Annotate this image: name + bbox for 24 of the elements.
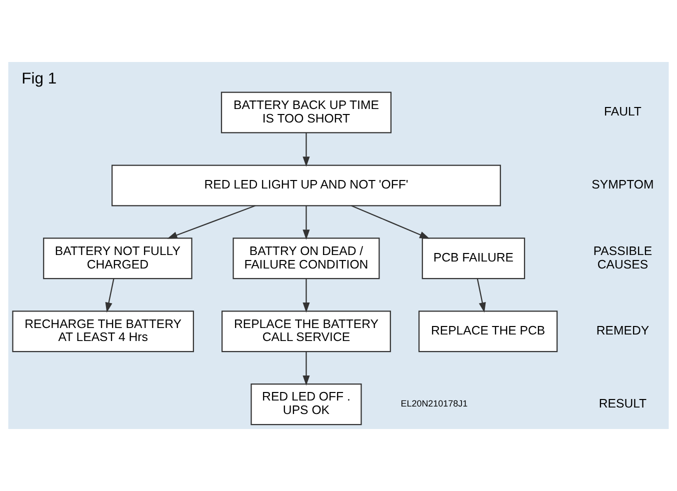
node-box: PCB FAILURE [422, 238, 526, 280]
node-box: BATTERY NOT FULLY CHARGED [43, 238, 192, 280]
label: RESULT [598, 396, 647, 410]
arrow [351, 205, 430, 239]
label: SYMPTOM [592, 178, 654, 192]
label: FAULT [604, 104, 642, 119]
node-box: RED LED OFF . UPS OK [250, 384, 362, 426]
arrow [167, 205, 256, 239]
arrow [302, 206, 310, 240]
node-box: BATTRY ON DEAD / FAILURE CONDITION [232, 238, 380, 280]
arrow [302, 278, 310, 313]
node-box: BATTERY BACK UP TIME IS TOO SHORT [220, 92, 392, 134]
node-box: RED LED LIGHT UP AND NOT 'OFF' [112, 164, 501, 206]
node-box: REPLACE THE BATTERY CALL SERVICE [222, 310, 391, 352]
arrow [476, 278, 486, 313]
arrow [302, 132, 310, 167]
label: PASSIBLE CAUSES [593, 244, 652, 272]
node-box: RECHARGE THE BATTERY AT LEAST 4 Hrs [12, 310, 194, 352]
diagram-title: Fig 1 [22, 70, 57, 88]
label: EL20N210178J1 [400, 398, 468, 408]
node-box: REPLACE THE PCB [418, 310, 558, 352]
arrow [105, 278, 114, 313]
label: REMEDY [596, 324, 650, 338]
arrow [302, 352, 310, 386]
